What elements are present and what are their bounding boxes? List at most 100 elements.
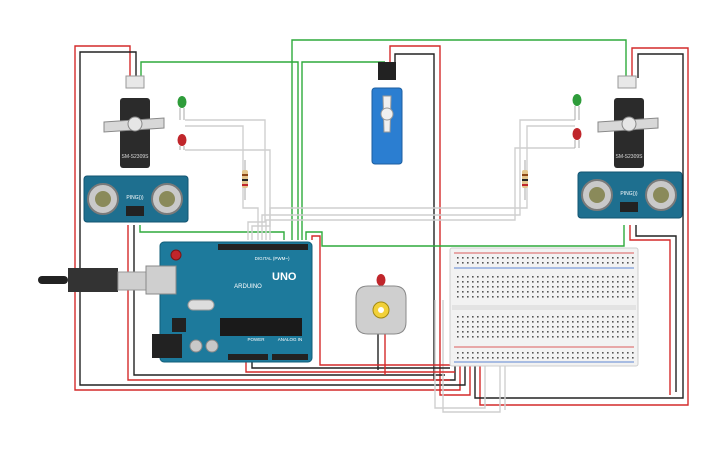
breadboard-hole[interactable] (567, 257, 569, 259)
breadboard-hole[interactable] (482, 336, 484, 338)
breadboard-hole[interactable] (537, 257, 539, 259)
breadboard-hole[interactable] (547, 296, 549, 298)
breadboard-hole[interactable] (472, 286, 474, 288)
breadboard-hole[interactable] (582, 316, 584, 318)
breadboard-hole[interactable] (537, 336, 539, 338)
breadboard-hole[interactable] (507, 281, 509, 283)
breadboard-hole[interactable] (577, 291, 579, 293)
breadboard-hole[interactable] (577, 276, 579, 278)
breadboard-hole[interactable] (552, 286, 554, 288)
breadboard-hole[interactable] (567, 352, 569, 354)
wire-green-sensor-left[interactable] (139, 225, 285, 240)
breadboard-hole[interactable] (457, 326, 459, 328)
breadboard-hole[interactable] (537, 352, 539, 354)
breadboard-hole[interactable] (527, 286, 529, 288)
breadboard-hole[interactable] (517, 336, 519, 338)
breadboard-hole[interactable] (562, 331, 564, 333)
breadboard-hole[interactable] (467, 316, 469, 318)
breadboard-hole[interactable] (477, 321, 479, 323)
breadboard-hole[interactable] (577, 336, 579, 338)
breadboard-hole[interactable] (567, 336, 569, 338)
breadboard-hole[interactable] (512, 316, 514, 318)
breadboard-hole[interactable] (492, 257, 494, 259)
breadboard-hole[interactable] (582, 326, 584, 328)
wire-green-top[interactable] (291, 39, 627, 240)
breadboard-hole[interactable] (607, 291, 609, 293)
breadboard-hole[interactable] (597, 331, 599, 333)
breadboard-hole[interactable] (512, 331, 514, 333)
breadboard-hole[interactable] (587, 281, 589, 283)
breadboard-hole[interactable] (577, 262, 579, 264)
breadboard-hole[interactable] (567, 326, 569, 328)
breadboard-hole[interactable] (607, 352, 609, 354)
breadboard-hole[interactable] (572, 281, 574, 283)
breadboard-hole[interactable] (542, 321, 544, 323)
breadboard-hole[interactable] (617, 357, 619, 359)
breadboard-hole[interactable] (542, 286, 544, 288)
breadboard-hole[interactable] (482, 331, 484, 333)
servo-left[interactable]: SM-S2309S (103, 75, 165, 168)
breadboard-hole[interactable] (537, 291, 539, 293)
breadboard-hole[interactable] (462, 321, 464, 323)
breadboard-hole[interactable] (632, 352, 634, 354)
breadboard-hole[interactable] (512, 321, 514, 323)
breadboard-hole[interactable] (467, 257, 469, 259)
breadboard-hole[interactable] (612, 262, 614, 264)
breadboard-hole[interactable] (517, 331, 519, 333)
breadboard-hole[interactable] (607, 321, 609, 323)
breadboard-hole[interactable] (557, 281, 559, 283)
breadboard-hole[interactable] (592, 276, 594, 278)
breadboard-hole[interactable] (592, 326, 594, 328)
breadboard-hole[interactable] (587, 326, 589, 328)
breadboard-hole[interactable] (617, 331, 619, 333)
breadboard-hole[interactable] (617, 286, 619, 288)
breadboard-hole[interactable] (582, 321, 584, 323)
breadboard-hole[interactable] (487, 336, 489, 338)
breadboard-hole[interactable] (592, 257, 594, 259)
breadboard-hole[interactable] (482, 296, 484, 298)
breadboard-hole[interactable] (622, 331, 624, 333)
breadboard-hole[interactable] (582, 291, 584, 293)
breadboard-hole[interactable] (552, 321, 554, 323)
breadboard-hole[interactable] (502, 326, 504, 328)
wire-white-led-left-2[interactable] (185, 149, 271, 240)
breadboard-hole[interactable] (617, 321, 619, 323)
breadboard-hole[interactable] (622, 326, 624, 328)
breadboard-hole[interactable] (532, 321, 534, 323)
breadboard-hole[interactable] (622, 357, 624, 359)
breadboard-hole[interactable] (557, 296, 559, 298)
breadboard-hole[interactable] (512, 352, 514, 354)
breadboard-hole[interactable] (457, 262, 459, 264)
breadboard-hole[interactable] (572, 296, 574, 298)
breadboard-hole[interactable] (487, 296, 489, 298)
breadboard-hole[interactable] (632, 326, 634, 328)
resistor-left[interactable] (242, 160, 248, 200)
breadboard-hole[interactable] (552, 352, 554, 354)
breadboard-hole[interactable] (597, 321, 599, 323)
breadboard-hole[interactable] (477, 286, 479, 288)
breadboard-hole[interactable] (522, 291, 524, 293)
breadboard-hole[interactable] (617, 336, 619, 338)
breadboard-hole[interactable] (607, 296, 609, 298)
breadboard-hole[interactable] (512, 336, 514, 338)
breadboard-hole[interactable] (482, 257, 484, 259)
breadboard-hole[interactable] (557, 357, 559, 359)
breadboard-hole[interactable] (602, 276, 604, 278)
breadboard-hole[interactable] (557, 291, 559, 293)
breadboard-hole[interactable] (497, 291, 499, 293)
breadboard-hole[interactable] (622, 286, 624, 288)
breadboard-hole[interactable] (472, 352, 474, 354)
wire-white-led-right-2[interactable] (265, 147, 575, 240)
breadboard-hole[interactable] (467, 276, 469, 278)
arduino-board[interactable]: DIGITAL (PWM~) ARDUINO UNO POWER ANALOG … (145, 241, 313, 363)
breadboard-hole[interactable] (487, 262, 489, 264)
breadboard-hole[interactable] (582, 331, 584, 333)
breadboard-hole[interactable] (582, 281, 584, 283)
breadboard-hole[interactable] (587, 357, 589, 359)
breadboard-hole[interactable] (497, 281, 499, 283)
breadboard-hole[interactable] (622, 291, 624, 293)
breadboard-hole[interactable] (497, 276, 499, 278)
breadboard-hole[interactable] (592, 262, 594, 264)
breadboard-hole[interactable] (527, 352, 529, 354)
breadboard-hole[interactable] (467, 336, 469, 338)
